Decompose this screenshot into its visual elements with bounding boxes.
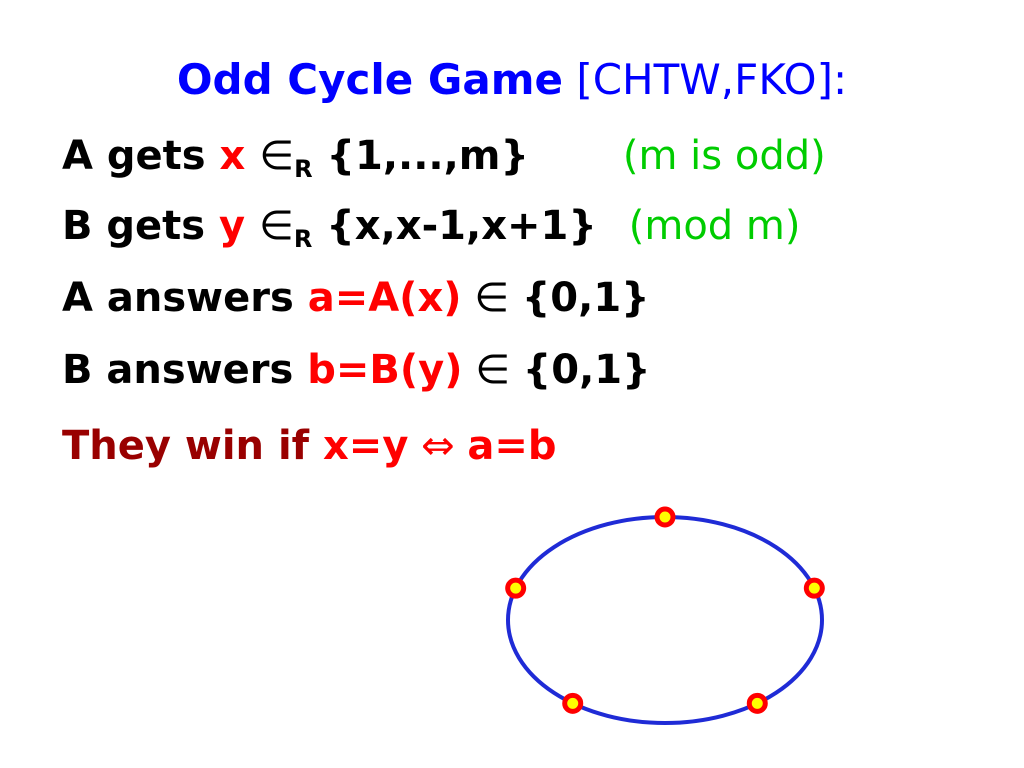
- win-cond: x=y: [323, 423, 409, 469]
- b-gets-set: {x,x-1,x+1}: [312, 203, 597, 249]
- title-name: Odd Cycle Game: [176, 55, 563, 104]
- a-gets-prefix: A gets: [62, 133, 220, 179]
- a-gets-note: (m is odd): [622, 133, 826, 179]
- random-subscript: R: [294, 155, 313, 183]
- b-gets-var: y: [219, 203, 246, 249]
- b-answers-prefix: B answers: [62, 347, 308, 393]
- line-b-answers: B answers b=B(y) ∈ {0,1}: [62, 344, 651, 396]
- a-gets-var: x: [219, 133, 246, 179]
- a-answers-prefix: A answers: [62, 275, 308, 321]
- line-a-answers: A answers a=A(x) ∈ {0,1}: [62, 272, 650, 324]
- line-win-condition: They win if x=y ⇔ a=b: [62, 420, 556, 472]
- title-citation: [CHTW,FKO]:: [576, 55, 848, 104]
- b-gets-note: (mod m): [628, 203, 801, 249]
- a-gets-set: {1,...,m}: [312, 133, 529, 179]
- element-of-symbol: ∈: [259, 203, 294, 249]
- a-answers-set: {0,1}: [521, 275, 650, 321]
- win-result: a=b: [467, 423, 557, 469]
- win-prefix: They win if: [62, 423, 323, 469]
- cycle-node: [746, 692, 768, 714]
- slide-title: Odd Cycle Game [CHTW,FKO]:: [0, 52, 1024, 108]
- b-gets-prefix: B gets: [62, 203, 220, 249]
- line-b-gets: B gets y ∈R {x,x-1,x+1} (mod m): [62, 200, 800, 265]
- cycle-node: [654, 506, 676, 528]
- b-answers-expr: b=B(y): [307, 347, 463, 393]
- cycle-node: [562, 692, 584, 714]
- line-a-gets: A gets x ∈R {1,...,m} (m is odd): [62, 130, 826, 195]
- cycle-node: [803, 577, 825, 599]
- random-subscript: R: [293, 225, 313, 253]
- element-of-symbol: ∈: [259, 133, 295, 179]
- iff-symbol: ⇔: [408, 423, 468, 469]
- cycle-node: [505, 577, 527, 599]
- a-answers-expr: a=A(x): [307, 275, 462, 321]
- element-of-symbol: ∈: [461, 275, 522, 321]
- b-answers-set: {0,1}: [522, 347, 651, 393]
- element-of-symbol: ∈: [462, 347, 523, 393]
- cycle-nodes: [505, 506, 825, 714]
- cycle-ellipse: [506, 515, 824, 725]
